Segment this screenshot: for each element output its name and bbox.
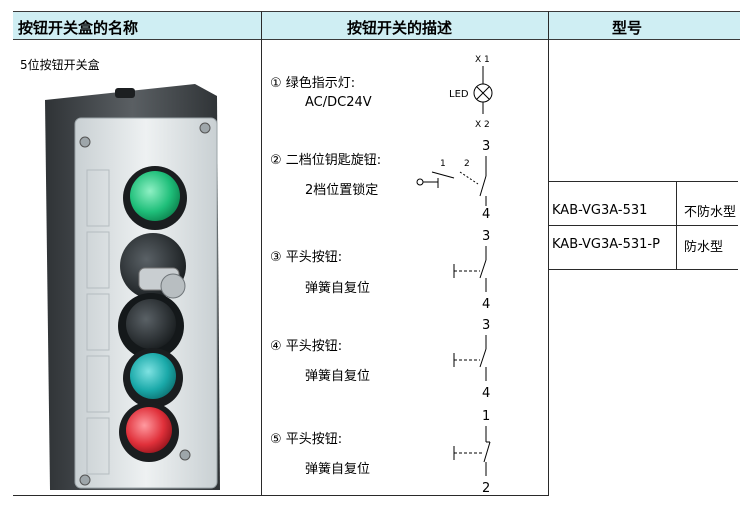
- push-button-5-top-label: 1: [482, 409, 490, 424]
- item-1-title-text: 绿色指示灯:: [285, 76, 356, 91]
- key-switch-pos1: 1: [440, 159, 446, 169]
- model-table-bottom: [548, 269, 738, 270]
- item-3-title: ③ 平头按钮:: [270, 246, 342, 265]
- column-divider-2: [548, 11, 549, 496]
- model-1-type: 不防水型: [684, 205, 737, 220]
- key-switch-bottom-label: 4: [482, 207, 490, 222]
- item-3-title-text: 平头按钮:: [285, 250, 343, 265]
- header-model: 型号: [612, 19, 643, 37]
- push-button-3-bottom-label: 4: [482, 297, 490, 308]
- push-button-symbol-3: 3 4: [453, 229, 490, 308]
- item-5-number: ⑤: [270, 432, 282, 447]
- item-2-title: ② 二档位钥匙旋钮:: [270, 149, 381, 168]
- key-switch-symbol: 3 1 2 4: [416, 139, 490, 222]
- item-1-detail: AC/DC24V: [305, 95, 372, 110]
- box-name: 5位按钮开关盒: [20, 58, 100, 72]
- push-button-symbol-4: 3 4: [453, 318, 490, 397]
- model-1-code: KAB-VG3A-531: [552, 203, 648, 218]
- item-4-title-text: 平头按钮:: [285, 339, 343, 354]
- push-button-3-top-label: 3: [482, 229, 490, 244]
- table-header: [13, 11, 740, 40]
- item-4-number: ④: [270, 339, 282, 354]
- item-1-title: ① 绿色指示灯:: [270, 72, 355, 91]
- led-symbol-label: LED: [449, 89, 469, 100]
- push-button-5-bottom-label: 2: [482, 481, 490, 494]
- push-button-4-bottom-label: 4: [482, 386, 490, 397]
- model-table-mid: [548, 225, 738, 226]
- item-5-title: ⑤ 平头按钮:: [270, 428, 342, 447]
- push-button-symbol-5: 1 2: [453, 409, 491, 494]
- led-symbol-top-label: X 1: [475, 55, 490, 65]
- column-divider-1: [261, 11, 262, 496]
- item-2-title-text: 二档位钥匙旋钮:: [285, 153, 382, 168]
- item-3-number: ③: [270, 250, 282, 265]
- model-table-divider: [676, 181, 677, 269]
- item-2-detail: 2档位置锁定: [305, 183, 379, 198]
- led-symbol-bottom-label: X 2: [475, 120, 490, 130]
- item-4-title: ④ 平头按钮:: [270, 335, 342, 354]
- item-5-title-text: 平头按钮:: [285, 432, 343, 447]
- model-2-type: 防水型: [684, 240, 724, 255]
- model-table-top: [548, 181, 738, 182]
- item-2-number: ②: [270, 153, 282, 168]
- led-symbol: X 1 LED X 2: [449, 55, 493, 130]
- header-product-name: 按钮开关盒的名称: [18, 19, 139, 37]
- push-button-box-image: [45, 84, 220, 490]
- item-1-number: ①: [270, 76, 282, 91]
- table-bottom-border: [13, 495, 548, 496]
- push-button-4-top-label: 3: [482, 318, 490, 333]
- item-5-detail: 弹簧自复位: [305, 462, 371, 477]
- item-3-detail: 弹簧自复位: [305, 281, 371, 296]
- model-2-code: KAB-VG3A-531-P: [552, 237, 660, 252]
- item-4-detail: 弹簧自复位: [305, 369, 371, 384]
- key-switch-pos2: 2: [464, 159, 470, 169]
- key-switch-top-label: 3: [482, 139, 490, 154]
- header-description: 按钮开关的描述: [347, 19, 453, 37]
